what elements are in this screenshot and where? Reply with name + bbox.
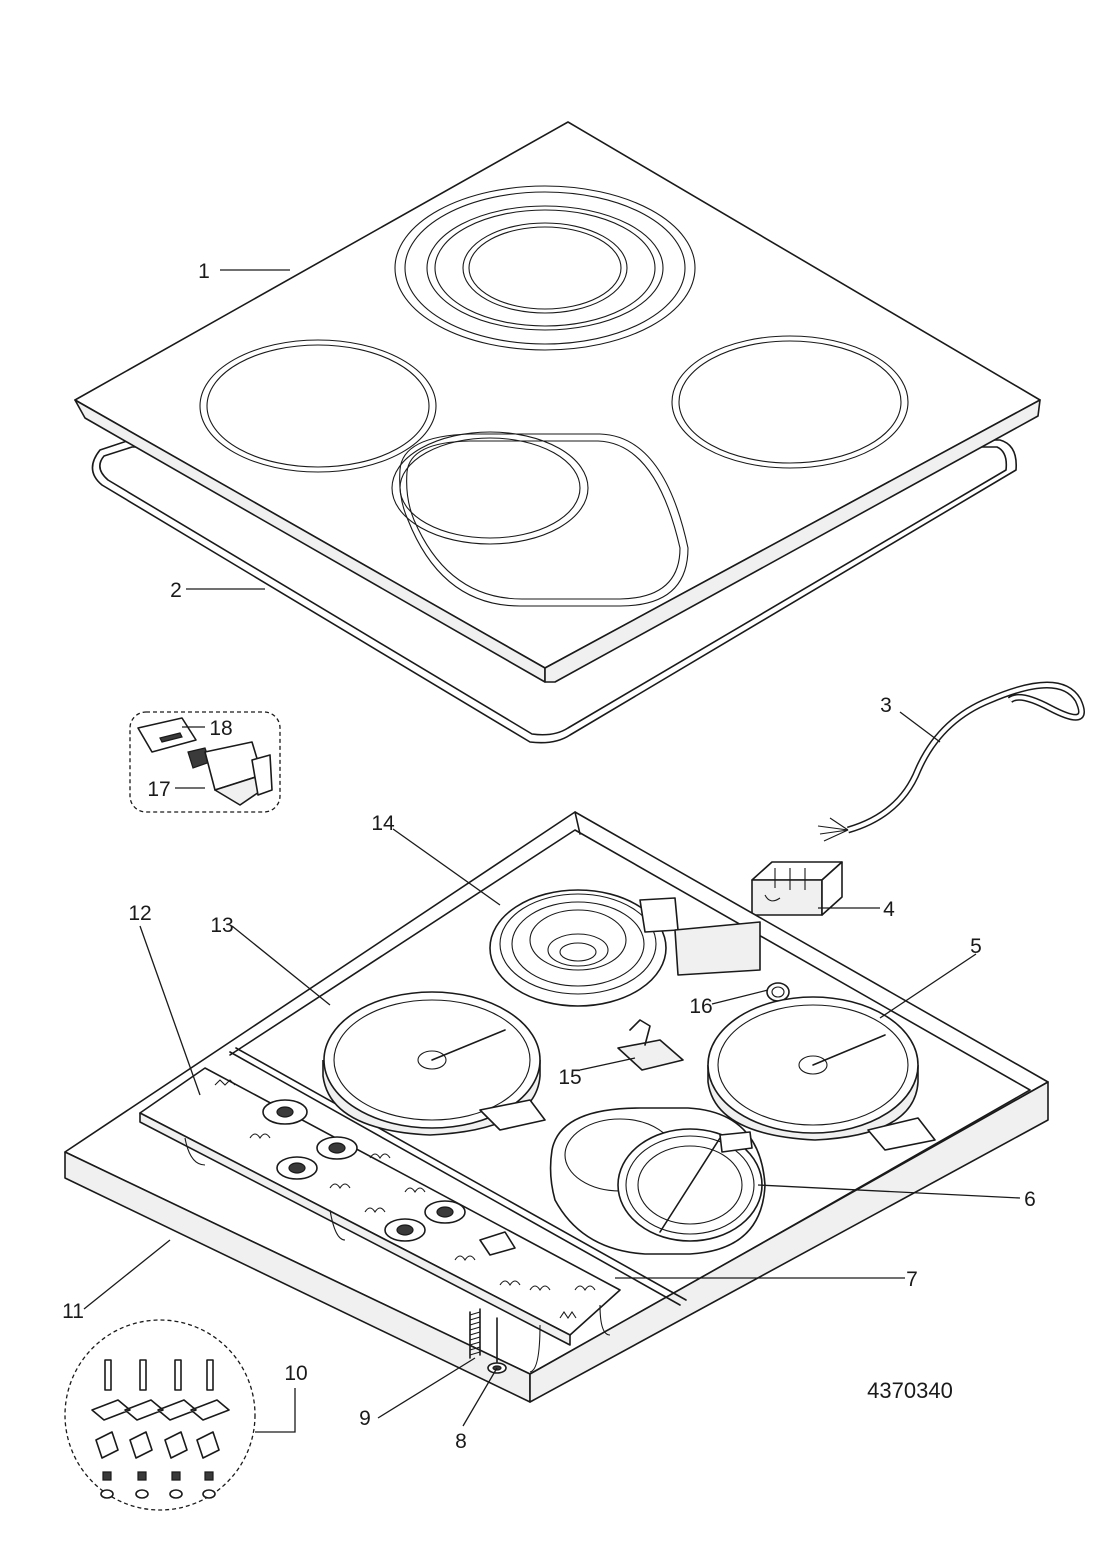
terminal-block (751, 861, 843, 916)
leader-lines (83, 269, 1021, 1433)
callout-10: 10 (284, 1362, 307, 1385)
callout-labels: 1 2 3 4 5 6 7 8 9 10 11 12 13 14 15 16 1… (62, 260, 1036, 1453)
extended-zone-heating-element (549, 1107, 766, 1255)
callout-17: 17 (147, 778, 170, 801)
ceramic-glass-top (74, 121, 1041, 683)
inset-knob-parts (129, 711, 281, 813)
callout-5: 5 (970, 935, 982, 958)
callout-3: 3 (880, 694, 892, 717)
callout-9: 9 (359, 1407, 371, 1430)
callout-6: 6 (1024, 1188, 1036, 1211)
callout-2: 2 (170, 579, 182, 602)
right-heating-element (707, 996, 936, 1151)
callout-14: 14 (371, 812, 395, 835)
mounting-kit-items (91, 1359, 230, 1499)
board-components (214, 1079, 596, 1319)
dual-heating-element (489, 889, 761, 1007)
indicator-lamp (766, 982, 790, 1002)
control-board (139, 1067, 621, 1373)
callout-18: 18 (209, 717, 232, 740)
callout-12: 12 (128, 902, 151, 925)
callout-15: 15 (558, 1066, 581, 1089)
spring (469, 1308, 481, 1359)
left-heating-element (322, 991, 546, 1136)
callout-16: 16 (689, 995, 712, 1018)
callout-8: 8 (455, 1430, 467, 1453)
document-number: 4370340 (867, 1378, 953, 1403)
callout-13: 13 (210, 914, 233, 937)
power-cable (817, 681, 1085, 842)
cooking-zone-rings (199, 185, 909, 607)
callout-1: 1 (198, 260, 210, 283)
callout-4: 4 (883, 898, 895, 921)
callout-11: 11 (62, 1300, 84, 1323)
callout-7: 7 (906, 1268, 918, 1291)
inset-mounting-kit (64, 1319, 256, 1511)
gasket-frame (91, 439, 1017, 744)
thermal-limiter (617, 1019, 684, 1071)
panel-divider (229, 1047, 687, 1306)
